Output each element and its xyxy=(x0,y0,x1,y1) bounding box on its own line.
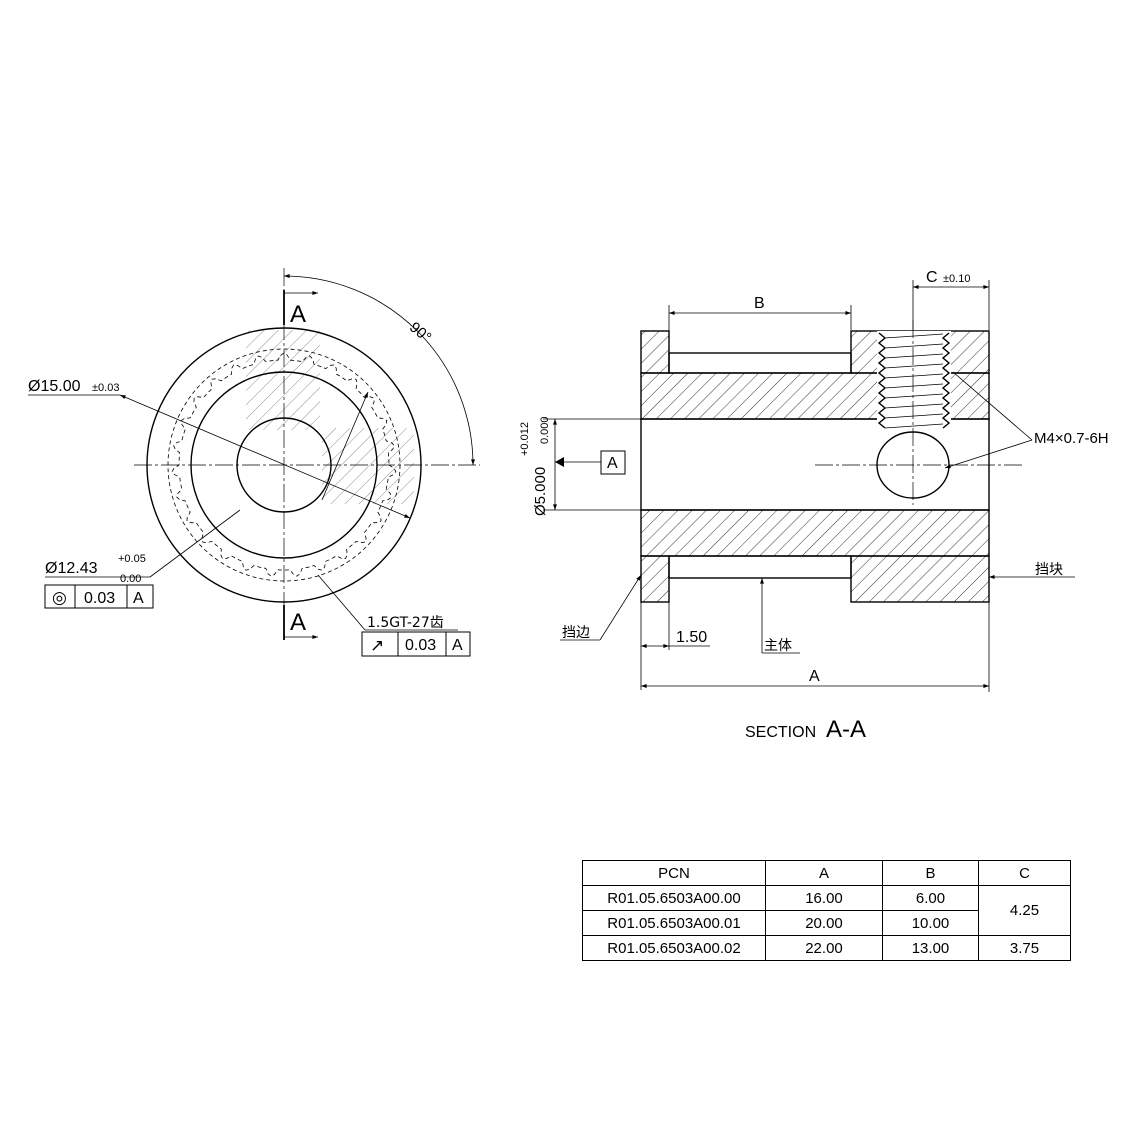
thread-crest xyxy=(884,403,944,409)
section-title-suffix: A-A xyxy=(826,716,866,743)
outer-dia-value: Ø15.00 xyxy=(28,378,81,395)
thread-texture-right xyxy=(322,428,414,504)
thread-label: M4×0.7-6H xyxy=(1034,430,1109,447)
table-header-row: PCN A B C xyxy=(582,860,1071,886)
datum-triangle xyxy=(555,457,564,467)
front-view: A A 90° Ø15.00 ±0.03 Ø12.43 +0.05 0.00 ◎… xyxy=(28,268,480,657)
section-view: B C ±0.10 M4×0.7-6H Ø5.000 +0.012 0.000 … xyxy=(519,269,1109,743)
dim-a-label: A xyxy=(809,668,820,685)
hub-step-bottom xyxy=(668,555,852,579)
table-row: R01.05.6503A00.01 20.00 10.00 xyxy=(582,910,1071,936)
thread-texture-top xyxy=(246,330,320,430)
table-row: R01.05.6503A00.02 22.00 13.00 3.75 xyxy=(582,935,1071,961)
left-flange-bottom xyxy=(640,555,670,603)
concentricity-datum: A xyxy=(133,590,144,607)
thread-leader-lower xyxy=(944,439,1033,469)
cell-b: 6.00 xyxy=(882,885,979,911)
hub-dia-leader xyxy=(149,509,241,578)
outer-dia-leader xyxy=(119,394,411,519)
cell-pcn: R01.05.6503A00.02 xyxy=(582,935,766,961)
thread-leader-upper xyxy=(952,371,1033,441)
set-screw-thread xyxy=(877,332,951,429)
thread-crest xyxy=(884,343,944,349)
section-title-prefix: SECTION xyxy=(745,724,816,741)
section-letter-bottom: A xyxy=(290,609,306,636)
runout-datum: A xyxy=(452,637,463,654)
cell-c-merged: 4.25 xyxy=(978,885,1071,936)
body-label: 主体 xyxy=(764,638,792,654)
dim-c-tolerance: ±0.10 xyxy=(943,273,970,285)
thread-crest xyxy=(884,353,944,359)
thread-crest xyxy=(884,413,944,419)
bore-dia-value: Ø5.000 xyxy=(532,467,549,516)
flange-thickness-value: 1.50 xyxy=(676,629,707,646)
teeth-leader xyxy=(317,574,366,631)
header-b: B xyxy=(882,860,979,886)
bore-cavity xyxy=(640,418,990,511)
section-letter-top: A xyxy=(290,301,306,328)
hub-leader-upper xyxy=(321,391,369,501)
runout-symbol: ↗ xyxy=(370,636,384,655)
bore-tol-upper: +0.012 xyxy=(519,422,531,456)
table-row: R01.05.6503A00.00 16.00 6.00 4.25 xyxy=(582,885,1071,936)
hub-dia-value: Ø12.43 xyxy=(45,560,98,577)
angle-label: 90° xyxy=(406,319,434,347)
cell-b: 10.00 xyxy=(882,910,979,936)
datum-box xyxy=(600,450,626,475)
thread-crest xyxy=(884,393,944,399)
hub-step-top xyxy=(668,352,852,374)
datum-label: A xyxy=(607,455,618,472)
concentricity-value: 0.03 xyxy=(84,590,115,607)
cell-b: 13.00 xyxy=(882,935,979,961)
header-pcn: PCN xyxy=(582,860,766,886)
flange-label: 挡边 xyxy=(562,625,590,641)
header-a: A xyxy=(765,860,883,886)
thread-crest xyxy=(884,363,944,369)
thread-crest xyxy=(884,333,944,339)
thread-flank-right xyxy=(941,332,951,429)
thread-flank-left xyxy=(877,332,887,429)
cell-a: 20.00 xyxy=(765,910,883,936)
concentricity-frame: ◎ 0.03 A xyxy=(44,584,154,609)
outer-dia-tolerance: ±0.03 xyxy=(92,382,119,394)
body-wall-bottom xyxy=(640,509,990,557)
hub-dia-tol-upper: +0.05 xyxy=(118,553,146,565)
thread-crest xyxy=(884,383,944,389)
pcn-table: PCN A B C R01.05.6503A00.00 16.00 6.00 4… xyxy=(582,860,1071,961)
dim-b-label: B xyxy=(754,295,765,312)
angle-arc xyxy=(283,274,475,466)
thread-crest xyxy=(884,373,944,379)
cell-pcn: R01.05.6503A00.01 xyxy=(582,910,766,936)
collar-label: 挡块 xyxy=(1035,562,1063,578)
cell-a: 22.00 xyxy=(765,935,883,961)
hub-dia-tol-lower: 0.00 xyxy=(120,573,141,585)
left-flange-top xyxy=(640,330,670,374)
collar-bottom xyxy=(850,555,990,603)
flange-leader xyxy=(599,574,642,641)
runout-frame: ↗ 0.03 A xyxy=(361,631,471,657)
cell-pcn: R01.05.6503A00.00 xyxy=(582,885,766,911)
dim-c-label: C xyxy=(926,269,938,286)
runout-value: 0.03 xyxy=(405,637,436,654)
header-c: C xyxy=(978,860,1071,886)
bore-tol-lower: 0.000 xyxy=(539,416,551,444)
concentricity-symbol: ◎ xyxy=(52,588,67,607)
thread-crest xyxy=(884,423,944,429)
cell-c: 3.75 xyxy=(978,935,1071,961)
teeth-label: 1.5GT-27齿 xyxy=(367,615,444,631)
cell-a: 16.00 xyxy=(765,885,883,911)
